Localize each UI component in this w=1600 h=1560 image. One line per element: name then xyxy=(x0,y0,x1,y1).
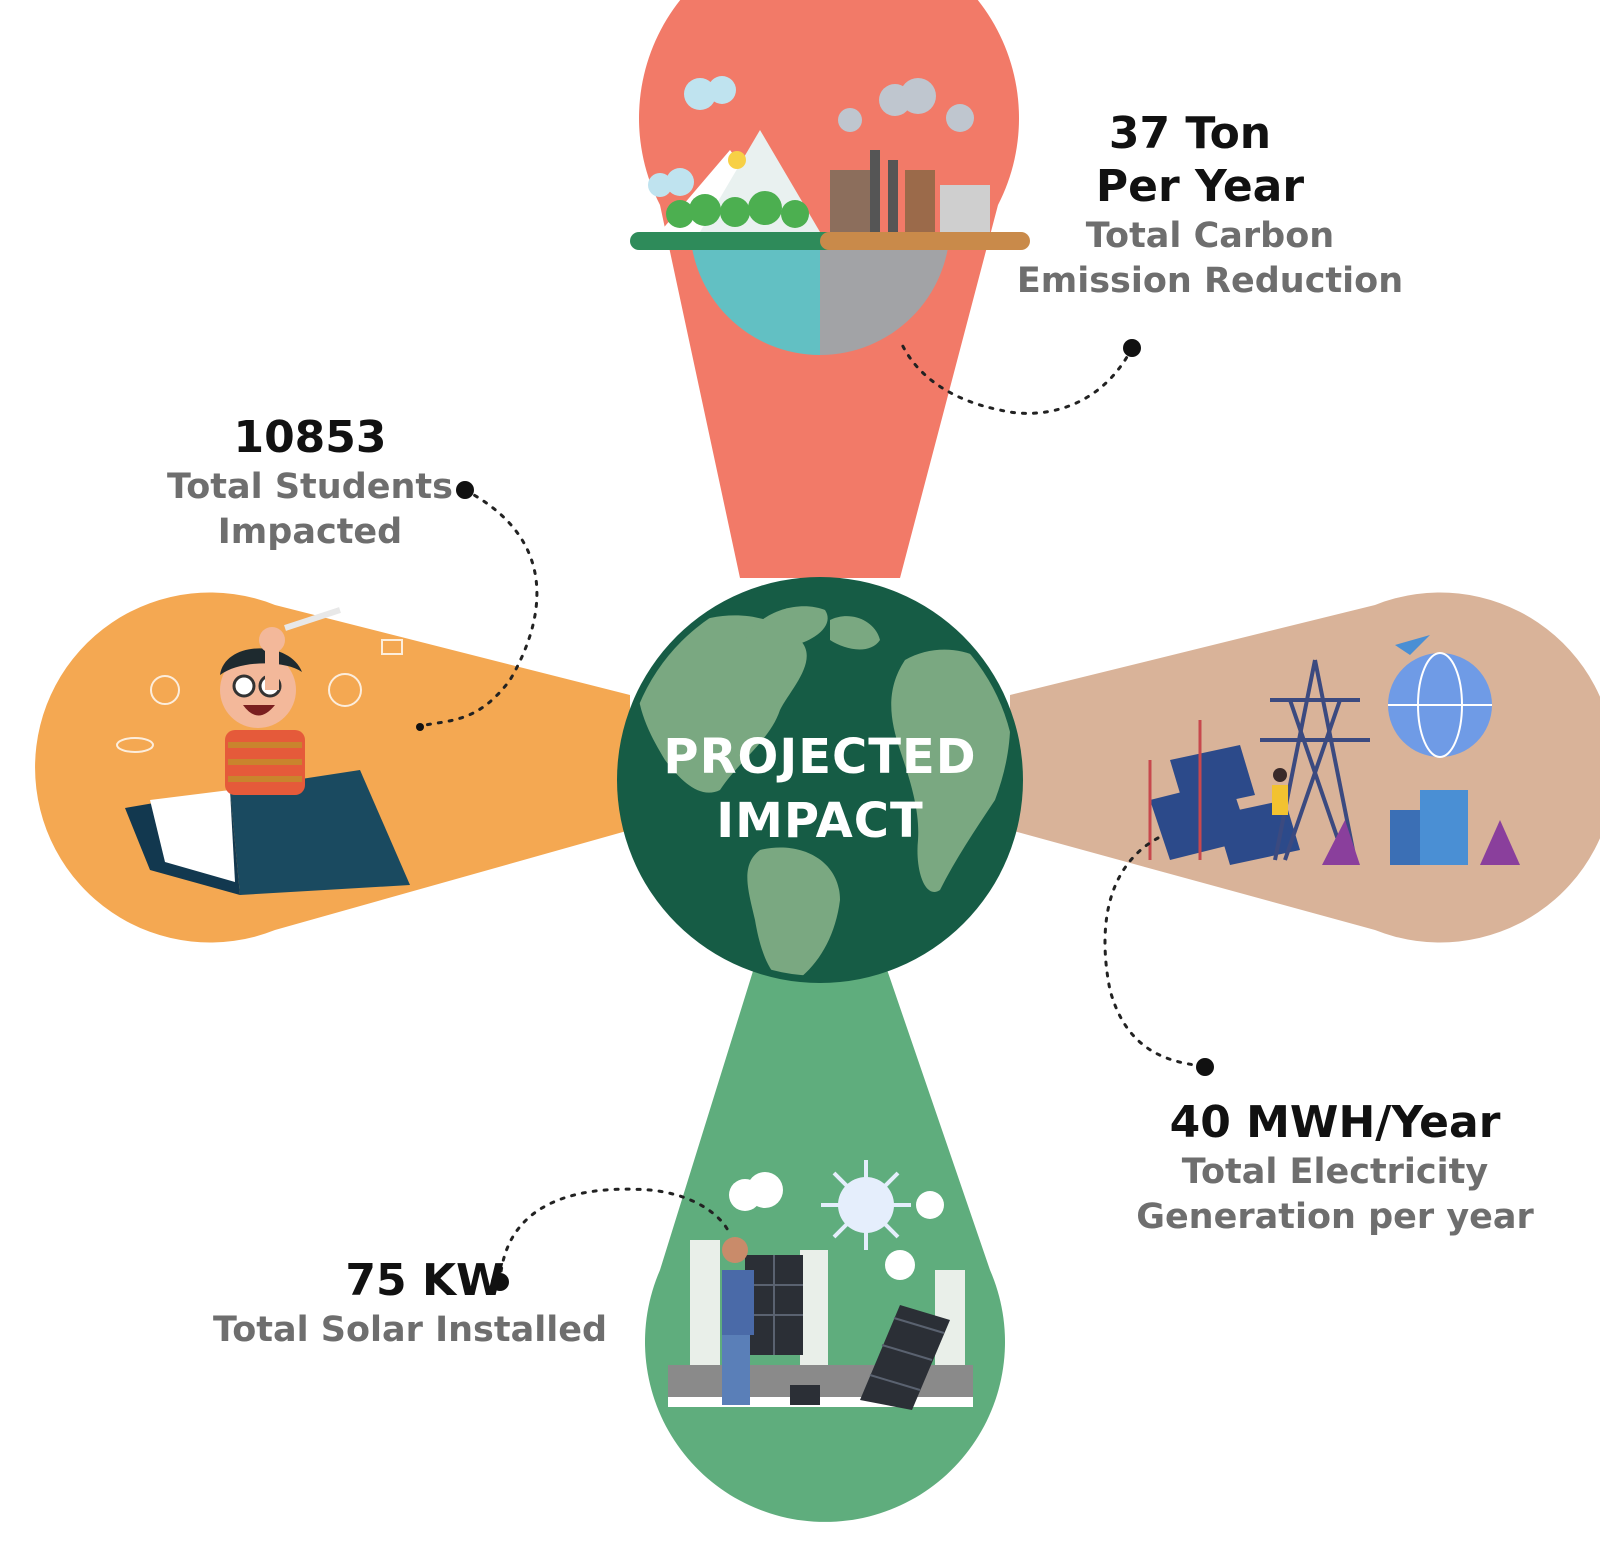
students-label-line1: Total Students xyxy=(167,466,453,507)
electricity-stat: 40 MWH/Year Total Electricity Generation… xyxy=(1120,1097,1550,1241)
bottom-petal xyxy=(645,955,1006,1522)
carbon-label-line2: Emission Reduction xyxy=(1016,261,1404,302)
electricity-value: 40 MWH/Year xyxy=(1169,1097,1501,1148)
electricity-label-line2: Generation per year xyxy=(1136,1197,1534,1238)
carbon-value-line2: Per Year xyxy=(1095,160,1305,212)
carbon-value-line1: 37 Ton xyxy=(1108,108,1272,159)
students-label-line2: Impacted xyxy=(217,512,403,553)
solar-stat: 75 KW Total Solar Installed xyxy=(200,1255,620,1353)
center-title-line1: PROJECTED xyxy=(663,729,977,785)
electricity-leader-line xyxy=(1103,836,1197,1067)
solar-label: Total Solar Installed xyxy=(212,1309,608,1350)
electricity-label-line1: Total Electricity xyxy=(1181,1151,1489,1192)
solar-leader-line xyxy=(498,1187,732,1284)
student-reading-book-illustration xyxy=(116,607,410,895)
carbon-label-line1: Total Carbon xyxy=(1085,215,1335,256)
wind-solar-power-grid-illustration xyxy=(1148,635,1520,865)
center-title-line2: IMPACT xyxy=(716,793,924,849)
carbon-leader-line xyxy=(898,338,1134,415)
center-title: PROJECTED IMPACT xyxy=(620,725,1020,853)
carbon-leader-dot xyxy=(1123,339,1141,357)
students-value: 10853 xyxy=(233,412,387,463)
electricity-leader-dot xyxy=(1196,1058,1214,1076)
students-stat: 10853 Total Students Impacted xyxy=(140,412,480,556)
left-petal xyxy=(35,592,631,943)
carbon-stat: 37 Ton Per Year Total Carbon Emission Re… xyxy=(990,108,1430,305)
students-leader-line xyxy=(423,488,539,727)
students-leader-dot xyxy=(456,481,474,499)
globe-icon xyxy=(617,577,1023,983)
right-petal xyxy=(1010,592,1600,943)
solar-leader-dot xyxy=(491,1273,509,1291)
solar-value: 75 KW xyxy=(345,1255,505,1306)
students-leader-end-dot xyxy=(416,723,424,731)
solar-panel-installer-illustration xyxy=(668,1160,973,1410)
